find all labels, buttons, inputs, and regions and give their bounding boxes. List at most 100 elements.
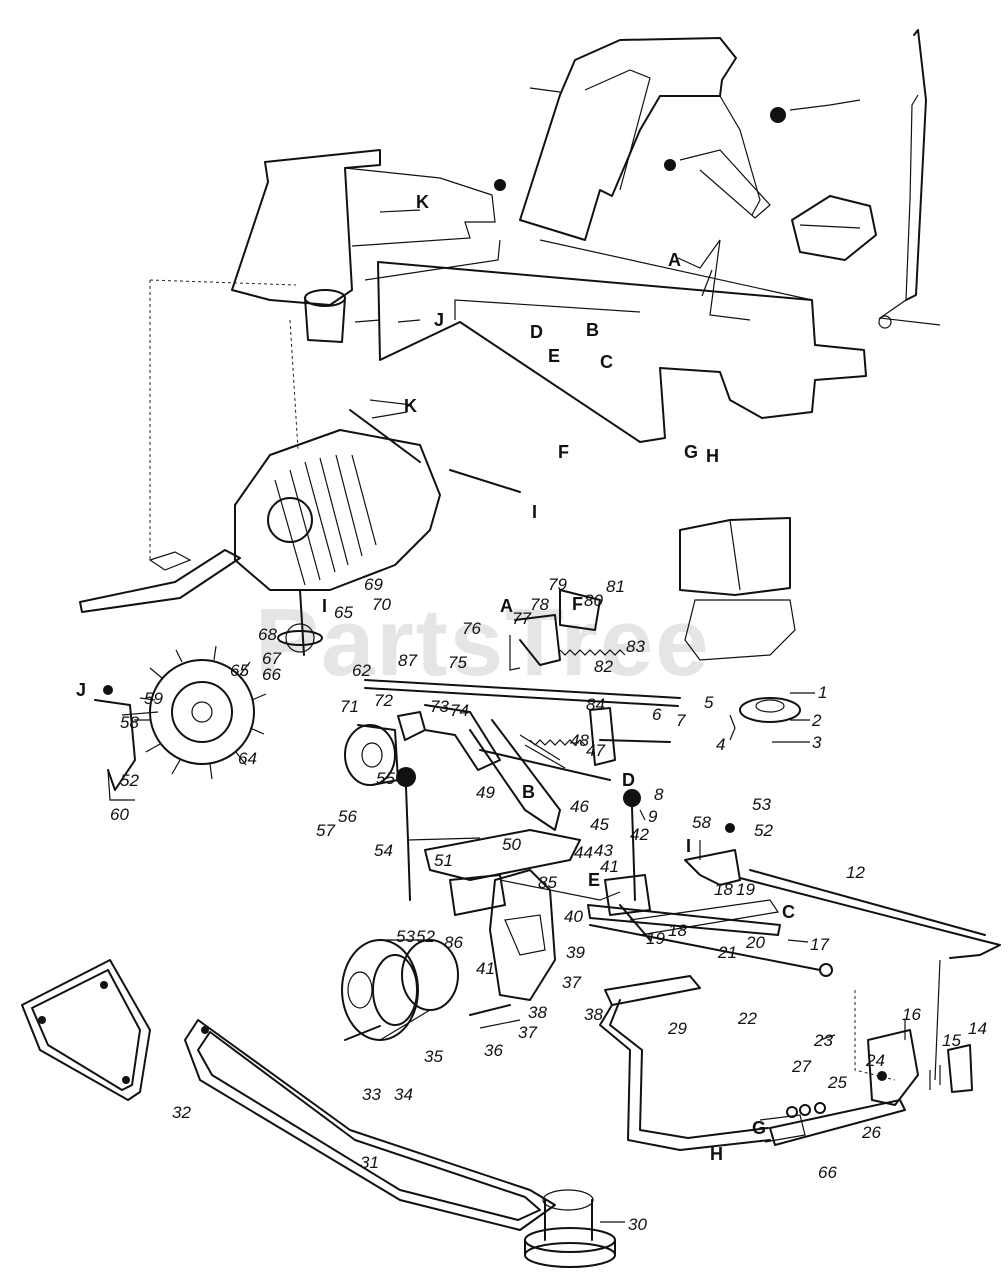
reference-letter: J <box>76 680 86 700</box>
reference-letter: G <box>752 1118 766 1138</box>
part-label: 21 <box>717 943 737 962</box>
reference-letter: B <box>586 320 599 340</box>
part-label: 37 <box>562 973 581 992</box>
reference-letter: I <box>532 502 537 522</box>
part-label: 53 <box>752 795 771 814</box>
reference-letter: J <box>434 310 444 330</box>
part-label: 2 <box>811 711 822 730</box>
reference-letter: E <box>588 870 600 890</box>
part-label: 20 <box>745 933 765 952</box>
part-label: 19 <box>736 880 755 899</box>
part-label: 19 <box>646 929 665 948</box>
part-label: 66 <box>818 1163 837 1182</box>
part-label: 80 <box>584 591 603 610</box>
part-label: 60 <box>110 805 129 824</box>
drive-belts <box>21 959 616 1268</box>
part-label: 6 <box>652 705 662 724</box>
part-label: 51 <box>434 851 453 870</box>
reference-letter: F <box>572 594 583 614</box>
part-label: 59 <box>144 689 163 708</box>
reference-letter: F <box>558 442 569 462</box>
part-label: 31 <box>360 1153 379 1172</box>
part-label: 29 <box>667 1019 687 1038</box>
part-label: 48 <box>570 731 589 750</box>
reference-letter: E <box>548 346 560 366</box>
part-label: 38 <box>528 1003 547 1022</box>
leader-lines <box>600 692 836 1223</box>
part-label: 16 <box>902 1005 921 1024</box>
part-label: 49 <box>476 783 495 802</box>
part-label: 66 <box>262 665 281 684</box>
part-label: 65 <box>334 603 353 622</box>
part-label: 18 <box>714 880 733 899</box>
reference-letter: K <box>404 396 417 416</box>
part-label: 83 <box>626 637 645 656</box>
watermark: PartsTree <box>255 589 711 696</box>
reference-letter: C <box>782 902 795 922</box>
part-label: 70 <box>372 595 391 614</box>
part-label: 58 <box>120 713 139 732</box>
part-label: 9 <box>648 807 658 826</box>
part-label: 82 <box>594 657 613 676</box>
part-label: 77 <box>512 609 531 628</box>
part-label: 50 <box>502 835 521 854</box>
part-label: 27 <box>791 1057 811 1076</box>
part-label: 87 <box>398 651 417 670</box>
part-label: 79 <box>548 575 567 594</box>
frame-assembly <box>149 29 941 661</box>
part-label: 41 <box>600 857 619 876</box>
part-label: 53 <box>396 927 415 946</box>
part-label: 40 <box>564 907 583 926</box>
reference-letter: G <box>684 442 698 462</box>
part-label: 14 <box>968 1019 987 1038</box>
part-label: 56 <box>338 807 357 826</box>
part-label: 7 <box>676 711 686 730</box>
part-label: 3 <box>812 733 822 752</box>
transmission <box>79 289 521 656</box>
part-number-labels: 1 2 3 4 5 6 7 8 9 12 14 15 16 17 18 18 1… <box>110 575 987 1234</box>
part-label: 52 <box>416 927 435 946</box>
part-label: 43 <box>594 841 613 860</box>
reference-letter: D <box>530 322 543 342</box>
part-label: 67 <box>262 649 281 668</box>
part-label: 74 <box>450 701 469 720</box>
left-pulley-group <box>94 645 267 801</box>
part-label: 23 <box>813 1031 833 1050</box>
reference-letter-labels: A A B B C C D D E E F F G G H H I I I J … <box>76 192 795 1164</box>
lift-handle-assembly <box>599 975 973 1151</box>
part-label: 32 <box>172 1103 191 1122</box>
part-label: 45 <box>590 815 609 834</box>
part-label: 57 <box>316 821 335 840</box>
part-label: 26 <box>861 1123 881 1142</box>
part-label: 54 <box>374 841 393 860</box>
part-label: 86 <box>444 933 463 952</box>
reference-letter: I <box>322 596 327 616</box>
part-label: 22 <box>737 1009 757 1028</box>
part-label: 1 <box>818 683 827 702</box>
part-label: 65 <box>230 661 249 680</box>
part-label: 84 <box>586 695 605 714</box>
part-label: 5 <box>704 693 714 712</box>
reference-letter: K <box>416 192 429 212</box>
part-label: 37 <box>518 1023 537 1042</box>
part-label: 44 <box>574 843 593 862</box>
part-label: 78 <box>530 595 549 614</box>
part-label: 18 <box>668 921 687 940</box>
part-label: 71 <box>340 697 359 716</box>
part-label: 69 <box>364 575 383 594</box>
part-label: 52 <box>754 821 773 840</box>
part-label: 76 <box>462 619 481 638</box>
part-label: 72 <box>374 691 393 710</box>
reference-letter: B <box>522 782 535 802</box>
part-label: 30 <box>628 1215 647 1234</box>
part-label: 58 <box>692 813 711 832</box>
part-label: 68 <box>258 625 277 644</box>
part-label: 36 <box>484 1041 503 1060</box>
part-label: 15 <box>942 1031 961 1050</box>
part-label: 41 <box>476 959 495 978</box>
reference-letter: A <box>668 250 681 270</box>
center-linkage <box>341 589 1001 1081</box>
part-label: 34 <box>394 1085 413 1104</box>
reference-letter: C <box>600 352 613 372</box>
